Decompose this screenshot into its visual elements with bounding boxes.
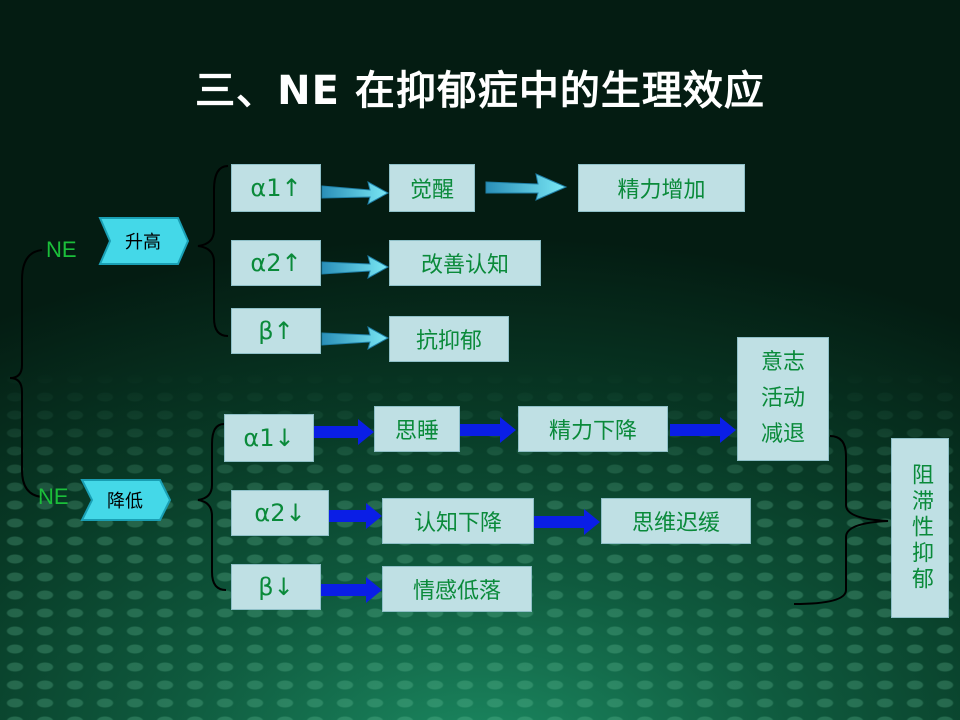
- slide-title: 三、NE 在抑郁症中的生理效应: [195, 68, 765, 114]
- arrow-a1up-wake: [321, 181, 390, 206]
- effect-will-activity-decrease: 意志 活动 减退: [737, 337, 829, 461]
- receptor-b-down: β↓: [231, 564, 321, 610]
- tag-up-label: 升高: [125, 232, 161, 253]
- up-brace: [197, 165, 229, 337]
- root-brace: [9, 249, 43, 498]
- arrow-cog-slow: [534, 509, 600, 535]
- receptor-a2-down: α2↓: [231, 490, 329, 536]
- receptor-a1-up: α1↑: [231, 164, 321, 212]
- effect-energy-down: 精力下降: [518, 406, 668, 452]
- arrow-sleepy-energy: [458, 417, 516, 443]
- will-line-2: 活动: [760, 386, 805, 411]
- tag-shape-up: [98, 217, 190, 265]
- effect-sleepy: 思睡: [374, 406, 460, 452]
- effect-cognition-improve: 改善认知: [389, 240, 541, 286]
- receptor-a2-up: α2↑: [231, 240, 321, 286]
- effect-low-mood: 情感低落: [382, 566, 532, 612]
- effect-slow-thinking: 思维迟缓: [601, 498, 751, 544]
- receptor-b-up: β↑: [231, 308, 321, 354]
- will-line-3: 减退: [760, 422, 805, 447]
- arrow-energy-will: [670, 417, 736, 443]
- arrow-bup-antidep: [321, 326, 390, 351]
- down-brace: [197, 423, 227, 591]
- tag-down-label: 降低: [107, 491, 143, 512]
- arrow-a2down-cog: [306, 503, 382, 529]
- ne-label-down: NE: [38, 484, 69, 509]
- ne-label-up: NE: [46, 237, 77, 262]
- tag-shape-down: [80, 479, 172, 521]
- will-line-1: 意志: [760, 350, 805, 375]
- effect-cognition-down: 认知下降: [382, 498, 534, 544]
- outcome-retarded-depression: 阻滞性抑郁: [891, 438, 949, 618]
- effect-energy-up: 精力增加: [578, 164, 745, 212]
- effect-antidepressant: 抗抑郁: [389, 316, 509, 362]
- receptor-a1-down: α1↓: [224, 414, 314, 462]
- effect-wake: 觉醒: [389, 164, 475, 212]
- arrow-a2up-cog: [321, 255, 390, 280]
- arrow-a1down-sleepy: [306, 419, 374, 445]
- right-brace: [793, 435, 889, 605]
- arrow-wake-energy: [485, 173, 568, 201]
- arrow-bdown-mood: [306, 577, 382, 603]
